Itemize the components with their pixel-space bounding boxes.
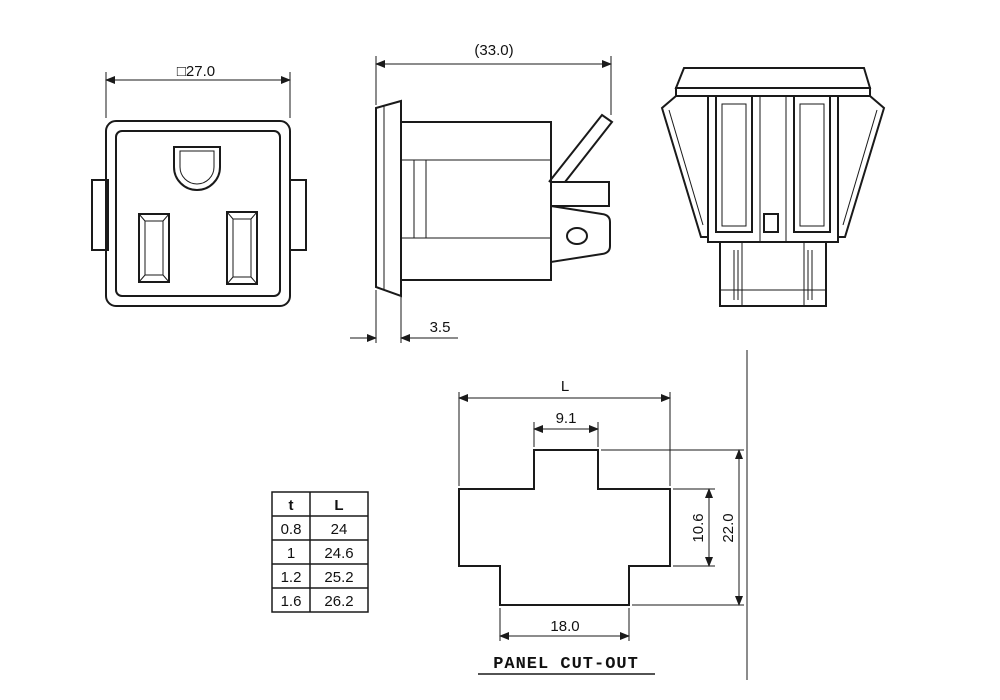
width-l-label: L: [561, 378, 569, 395]
table-cell: 0.8: [281, 521, 302, 538]
table-cell: 24.6: [324, 545, 353, 562]
table-cell: 1.2: [281, 569, 302, 586]
outlet-body: [105, 120, 291, 307]
side-body: [400, 121, 552, 281]
right-window: [793, 95, 831, 233]
table-cell: 1.6: [281, 593, 302, 610]
panel-cutout: L 9.1 18.0 10.6 22.0 PANEL CUT-OUT: [458, 378, 744, 675]
outlet-face: [115, 130, 281, 297]
top-view: [660, 67, 886, 307]
inner-height-label: 10.6: [690, 513, 707, 542]
ground-hole: [173, 146, 221, 191]
outer-height-label: 22.0: [720, 513, 737, 542]
flange-label: 3.5: [430, 319, 451, 336]
front-width-label: □27.0: [177, 63, 215, 80]
eyelet-terminal: [550, 204, 611, 264]
cutout-title: PANEL CUT-OUT: [493, 655, 639, 674]
left-slot: [138, 213, 170, 283]
left-tab: [91, 179, 109, 251]
left-window: [715, 95, 753, 233]
top-rim: [675, 87, 871, 97]
flange: [375, 99, 402, 298]
left-clip: [660, 95, 709, 238]
top-cap: [674, 67, 872, 89]
table-header-t: t: [289, 497, 294, 514]
table-header-l: L: [334, 497, 343, 514]
right-slot: [226, 211, 258, 285]
center-key: [763, 213, 779, 233]
front-view: □27.0: [91, 63, 307, 307]
table-cell: 26.2: [324, 593, 353, 610]
terminal-block: [550, 181, 610, 207]
bottom-width-label: 18.0: [550, 618, 579, 635]
eyelet-hole: [566, 227, 588, 245]
right-tab: [289, 179, 307, 251]
thickness-table: t L 0.8 24 1 24.6 1.2 25.2 1.6 26.2: [271, 491, 369, 613]
notch-width-label: 9.1: [556, 410, 577, 427]
table-cell: 25.2: [324, 569, 353, 586]
side-view: (33.0) 3.5: [350, 42, 614, 343]
table-cell: 1: [287, 545, 295, 562]
angled-terminal: [548, 113, 614, 183]
cutout-outline: [458, 449, 671, 606]
side-length-label: (33.0): [474, 42, 513, 59]
top-body: [707, 95, 839, 243]
terminal-base: [719, 241, 827, 307]
right-clip: [837, 95, 886, 238]
table-cell: 24: [331, 521, 348, 538]
